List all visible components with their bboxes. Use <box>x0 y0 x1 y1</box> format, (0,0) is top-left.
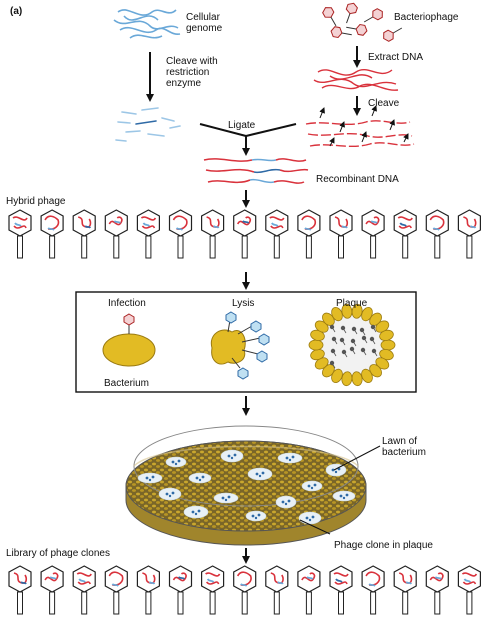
phage <box>329 565 353 615</box>
label-lawn-of-bacterium: Lawn of bacterium <box>382 436 426 458</box>
phage-dna-tangle <box>313 69 399 91</box>
infection-bacterium <box>102 313 156 367</box>
lysis-bacterium <box>210 311 270 380</box>
phage <box>393 209 417 259</box>
phage <box>233 209 257 259</box>
petri-dish <box>125 425 367 546</box>
phage <box>329 209 353 259</box>
label-cleave: Cleave <box>368 98 400 109</box>
phage <box>361 565 385 615</box>
phage <box>265 565 289 615</box>
phage <box>425 209 449 259</box>
phage <box>457 209 481 259</box>
library-phage-row <box>8 565 481 615</box>
recombinant-dna <box>203 158 309 184</box>
phage <box>40 209 64 259</box>
phage <box>201 209 225 259</box>
label-extract-dna: Extract DNA <box>368 52 424 63</box>
label-recombinant-dna: Recombinant DNA <box>316 174 399 185</box>
ligate-merge-lines <box>199 123 297 156</box>
phage <box>297 209 321 259</box>
phage <box>8 565 32 615</box>
lawn-leader-line <box>333 445 381 471</box>
label-plaque: Plaque <box>336 298 368 309</box>
phage <box>265 209 289 259</box>
label-bacteriophage: Bacteriophage <box>394 12 459 23</box>
hybrid-phage-row <box>8 209 481 259</box>
label-cleave-enzyme: Cleave with restriction enzyme <box>166 56 218 89</box>
genomic-fragments <box>115 107 181 142</box>
label-lysis: Lysis <box>232 298 255 309</box>
cellular-genome-tangle <box>113 9 181 39</box>
label-infection: Infection <box>108 298 146 309</box>
panel-label: (a) <box>10 6 23 17</box>
phage <box>361 209 385 259</box>
phage <box>8 209 32 259</box>
cleaved-phage-dna <box>305 120 415 147</box>
bacteriophage-cluster <box>322 2 403 42</box>
phage <box>457 565 481 615</box>
phage <box>393 565 417 615</box>
cut-site-arrows <box>319 105 409 147</box>
phage <box>104 565 128 615</box>
phage <box>425 565 449 615</box>
label-ligate: Ligate <box>228 120 256 131</box>
plaque-leader-line <box>299 519 331 535</box>
phage <box>136 565 160 615</box>
phage <box>168 565 193 615</box>
label-hybrid-phage: Hybrid phage <box>6 196 66 207</box>
label-phage-clone-in-plaque: Phage clone in plaque <box>334 540 433 551</box>
label-bacterium: Bacterium <box>104 378 150 389</box>
label-cellular-genome: Cellular genome <box>186 12 223 34</box>
phage <box>233 565 257 615</box>
plaque-ring <box>308 303 396 387</box>
dish-plaques <box>137 449 356 525</box>
label-library: Library of phage clones <box>6 548 110 559</box>
phage <box>72 209 96 259</box>
phage <box>168 209 193 259</box>
phage <box>136 209 160 259</box>
phage <box>201 565 225 615</box>
phage <box>72 565 96 615</box>
phage <box>40 565 64 615</box>
phage <box>297 565 321 615</box>
phage <box>104 209 128 259</box>
